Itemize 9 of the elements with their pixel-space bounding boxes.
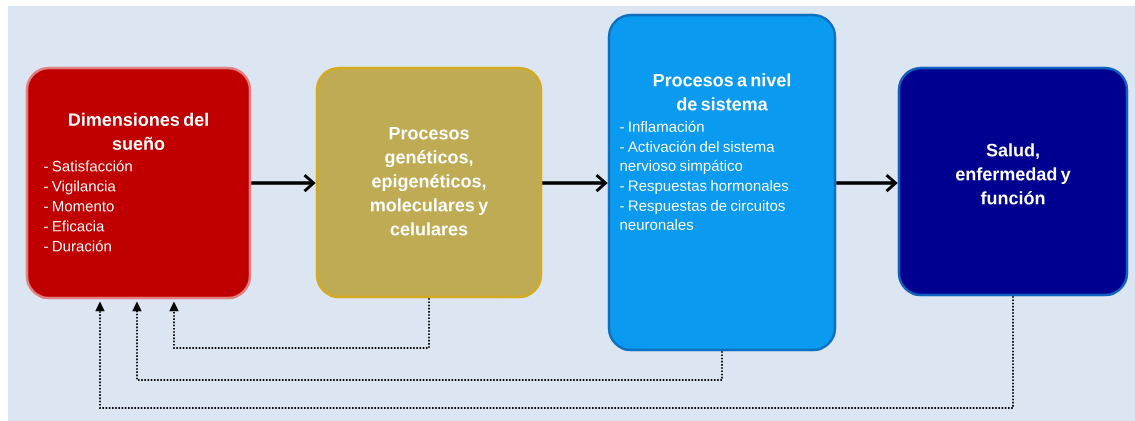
arrow [95,295,1014,409]
arrow [169,297,430,349]
process-box: Procesos a nivel de sistema - Inflamación - Activación del sistema nervioso simpático - Respuestas hormonales - Respuestas de circuitos neuronales [607,13,837,352]
arrow [836,173,898,193]
arrow [542,173,608,193]
process-box: Salud, enfermedad y función [897,66,1129,297]
process-box: Dimensiones del sueño - Satisfacción - Vigilancia - Momento - Eficacia - Duración [25,66,252,300]
process-box: Procesos genéticos, epigenéticos, moleculares y celulares [315,66,543,299]
arrow [251,173,316,193]
